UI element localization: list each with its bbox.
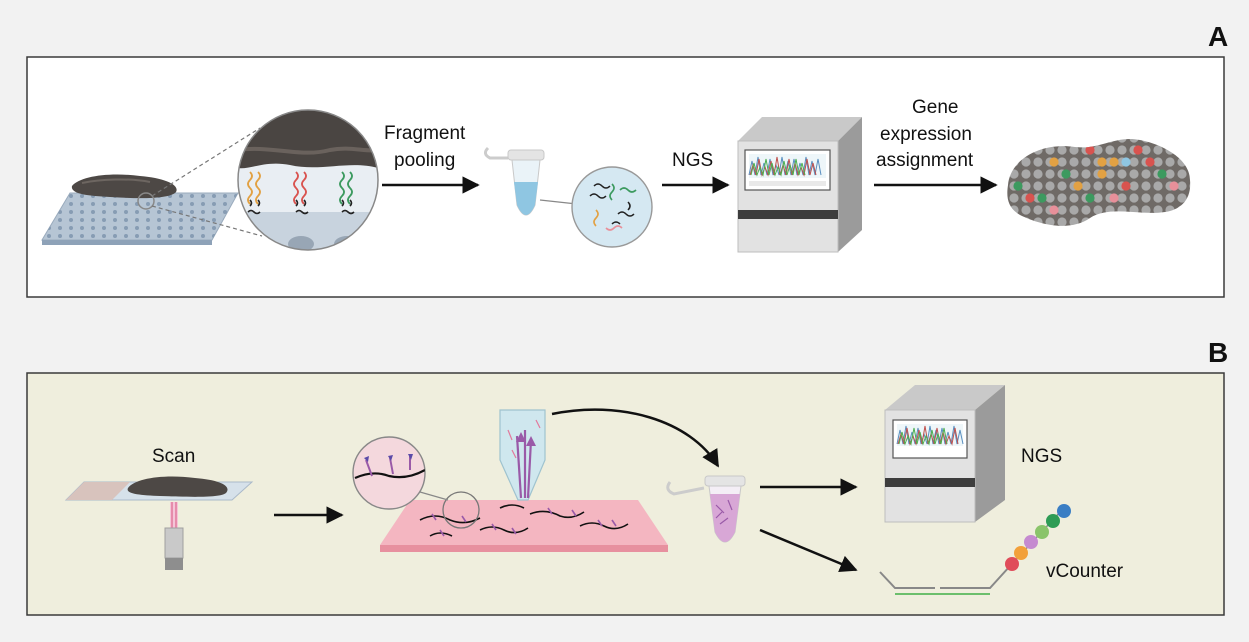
fragment-pooling-label-line2: pooling [394, 150, 455, 171]
panel-a-letter: A [1208, 21, 1228, 52]
gene-expression-label-line3: assignment [876, 150, 974, 171]
panel-b-letter: B [1208, 337, 1228, 368]
spatial-array-slide-icon [41, 174, 239, 245]
arrow-to-vcounter [759, 528, 858, 573]
microcentrifuge-tube-icon [666, 475, 746, 543]
collection-pipette-icon [499, 409, 546, 501]
vcounter-label: vCounter [1046, 561, 1124, 582]
magnified-oligo-circle-icon [352, 436, 426, 510]
ngs-label-a: NGS [672, 150, 713, 171]
vcounter-barcode-icon [879, 504, 1071, 595]
arrow-to-collection-tube [551, 408, 720, 468]
gene-expression-label-line2: expression [880, 124, 972, 145]
gene-expression-label-line1: Gene [912, 97, 958, 118]
sequencer-instrument-icon [884, 385, 1005, 523]
microscope-objective-icon [164, 502, 184, 570]
zoom-callout-line [419, 491, 449, 501]
sequencer-instrument-icon [737, 117, 862, 253]
magnified-probe-circle-icon [237, 109, 379, 251]
spatial-expression-map-icon [1007, 138, 1191, 226]
microcentrifuge-tube-icon [483, 146, 545, 216]
scan-label: Scan [152, 446, 195, 467]
tissue-section-icon [380, 491, 668, 552]
fragment-pooling-label-line1: Fragment [384, 123, 466, 144]
magnifier-callout-line [151, 205, 263, 237]
pooled-fragments-circle-icon [571, 166, 653, 248]
magnifier-callout-line [151, 127, 261, 197]
scanning-slide-icon [64, 476, 254, 501]
ngs-label-b: NGS [1021, 446, 1062, 467]
